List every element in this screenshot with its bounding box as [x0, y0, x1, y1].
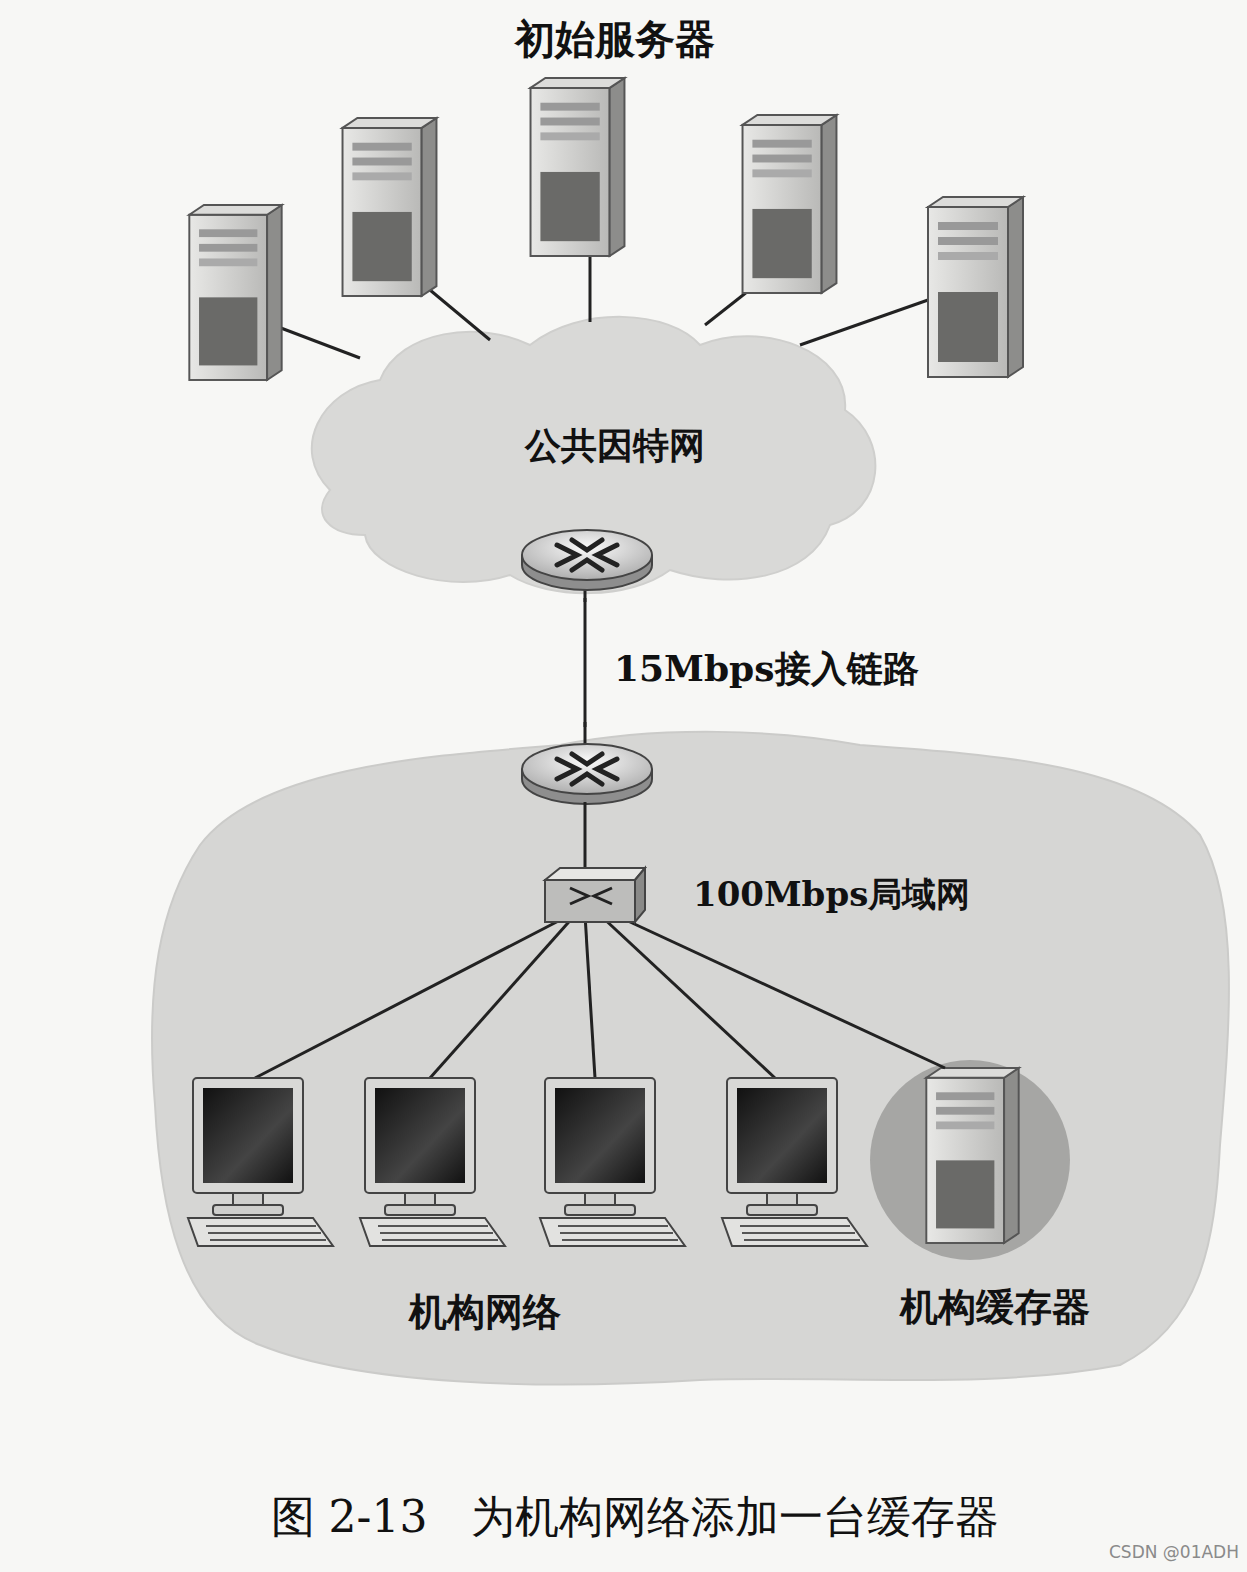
figure-caption: 图 2-13 为机构网络添加一台缓存器 — [271, 1488, 1000, 1547]
watermark: CSDN @01ADH — [1109, 1542, 1239, 1562]
servers-heading: 初始服务器 — [515, 12, 715, 67]
lan-label: 100Mbps局域网 — [693, 872, 970, 918]
node-label: 机构缓存器 — [900, 1282, 1090, 1333]
institution-network-cloud: 机构网络 机构缓存器 — [140, 725, 1240, 1390]
node-label: 机构网络 — [409, 1287, 561, 1338]
access-link — [584, 598, 587, 727]
link-label: 15Mbps接入链路 — [612, 645, 921, 694]
institution-cache-server: 机构缓存器 — [860, 1050, 1130, 1340]
node-label: 公共因特网 — [525, 422, 705, 471]
